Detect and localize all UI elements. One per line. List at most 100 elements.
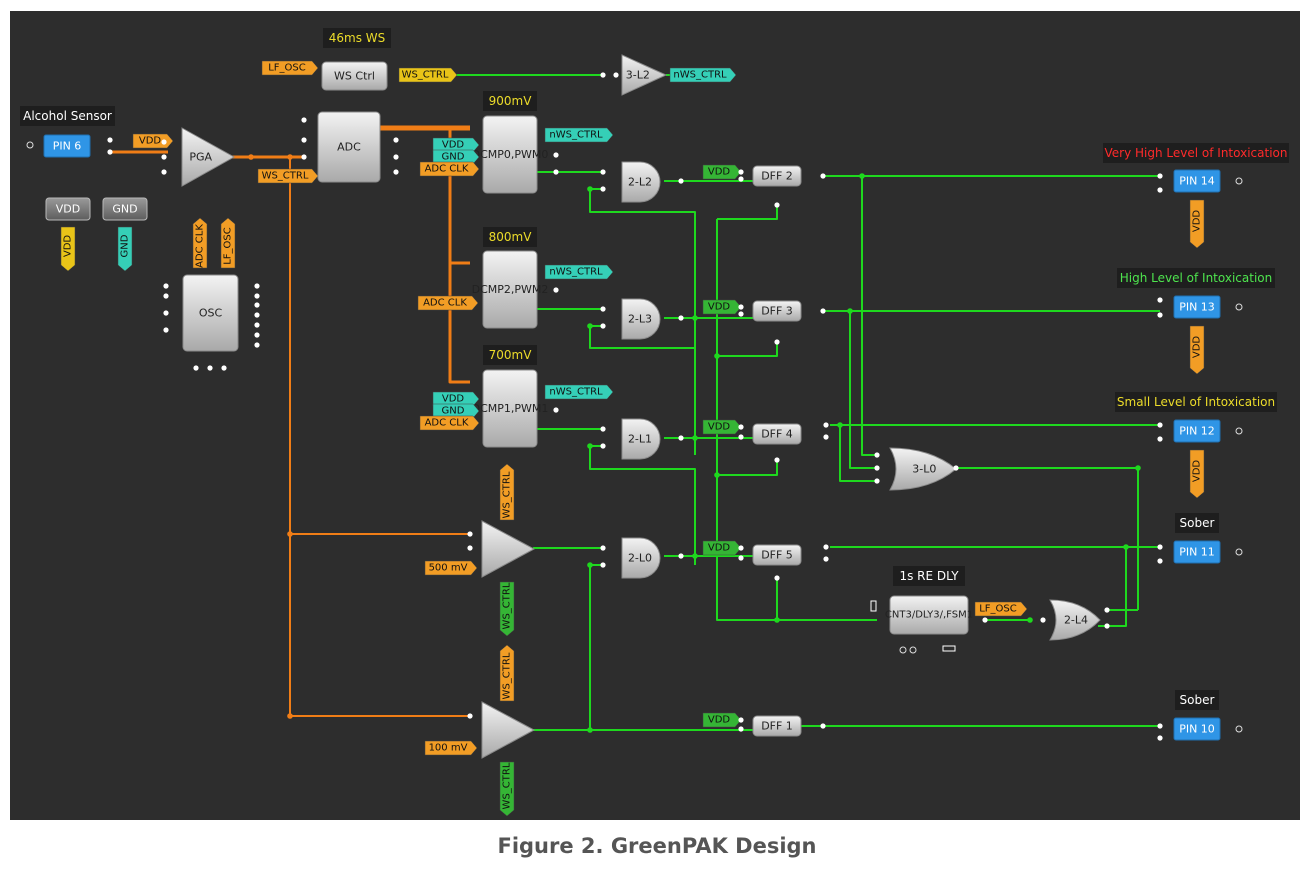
port-dot bbox=[820, 308, 826, 314]
or-gate-2-l4-label: 2-L4 bbox=[1064, 614, 1088, 627]
nws-ctrl-tag-dcmp1 bbox=[544, 384, 614, 400]
port-dot bbox=[823, 434, 829, 440]
port-dot bbox=[254, 283, 260, 289]
dcmp1-block-label: DCMP1,PWM1 bbox=[472, 402, 549, 415]
adc-clk-tag-dcmp1-label: ADC CLK bbox=[425, 418, 469, 429]
dff-1 bbox=[752, 715, 802, 737]
port-dot bbox=[1157, 558, 1163, 564]
dff-3-vdd-tag-label: VDD bbox=[708, 302, 731, 313]
pin-6 bbox=[43, 134, 91, 158]
adc-clk-tag-osc-label: ADC CLK bbox=[195, 224, 206, 268]
dff-5-vdd-tag bbox=[702, 540, 742, 556]
port-dot bbox=[553, 287, 559, 293]
port-dot bbox=[774, 202, 780, 208]
port-dot bbox=[738, 717, 744, 723]
adc-block bbox=[317, 111, 381, 183]
ws-ctrl-tag-acmp1-bot-label: WS_CTRL bbox=[502, 582, 513, 629]
vdd-tag-pga bbox=[132, 133, 174, 149]
title-high: High Level of Intoxication bbox=[1120, 271, 1272, 285]
junction-dot bbox=[248, 154, 254, 160]
port-dot bbox=[163, 283, 169, 289]
wires-layer bbox=[110, 74, 1160, 733]
pin-6-label: PIN 6 bbox=[53, 140, 82, 153]
port-dot bbox=[953, 465, 959, 471]
and-gate-2-l2-label: 2-L2 bbox=[628, 176, 652, 189]
gnd-tag-src bbox=[117, 226, 133, 272]
junction-dot bbox=[692, 315, 698, 321]
port-dot bbox=[1104, 607, 1110, 613]
figure-caption: Figure 2. GreenPAK Design bbox=[497, 834, 817, 858]
cnt-clk-marker bbox=[870, 600, 877, 612]
adc-clk-tag-dcmp2-label: ADC CLK bbox=[423, 298, 467, 309]
nws-ctrl-tag-dcmp0-label: nWS_CTRL bbox=[549, 130, 603, 141]
open-port bbox=[1235, 725, 1243, 733]
port-dot bbox=[161, 169, 167, 175]
and-gate-2-l3-label: 2-L3 bbox=[628, 313, 652, 326]
acmp0 bbox=[481, 701, 536, 759]
ws-ctrl-tag-acmp0-bot bbox=[499, 761, 515, 817]
pin-14-label: PIN 14 bbox=[1179, 175, 1215, 188]
dff-2-label: DFF 2 bbox=[761, 170, 793, 183]
acmp1 bbox=[481, 520, 536, 578]
ws-ctrl-tag-acmp1-top bbox=[499, 463, 515, 521]
gnd-tag-dcmp0 bbox=[432, 149, 480, 165]
port-dot bbox=[1040, 617, 1046, 623]
title-sober-2: Sober bbox=[1180, 693, 1215, 707]
junction-dot bbox=[587, 323, 593, 329]
port-dot bbox=[982, 617, 988, 623]
title-sensor: Alcohol Sensor bbox=[23, 109, 112, 123]
vdd-tag-pga-label: VDD bbox=[139, 136, 162, 147]
or-in1-wire bbox=[861, 176, 877, 456]
junction-dot bbox=[287, 531, 293, 537]
junction-dot bbox=[692, 435, 698, 441]
inverter-3-l2-label: 3-L2 bbox=[626, 69, 650, 82]
junction-dot bbox=[287, 154, 293, 160]
junction-dot bbox=[1123, 544, 1129, 550]
port-dot bbox=[254, 293, 260, 299]
port-dot bbox=[600, 443, 606, 449]
port-dot bbox=[254, 332, 260, 338]
pga-amp-label: PGA bbox=[189, 151, 212, 164]
port-dot bbox=[1157, 173, 1163, 179]
dff2-clk-wire bbox=[717, 205, 778, 220]
vdd-source bbox=[45, 197, 91, 221]
and-gate-2-l1 bbox=[621, 418, 661, 460]
vdd-tag-dcmp1-label: VDD bbox=[442, 394, 465, 405]
title-900mv: 900mV bbox=[489, 94, 533, 108]
title-dly: 1s RE DLY bbox=[899, 569, 959, 583]
port-dot bbox=[678, 435, 684, 441]
port-dot bbox=[678, 178, 684, 184]
junction-dot bbox=[587, 443, 593, 449]
title-sober-1-bg bbox=[1175, 513, 1219, 533]
port-dot bbox=[774, 575, 780, 581]
junction-dot bbox=[714, 472, 720, 478]
dff-2-vdd-tag bbox=[702, 164, 742, 180]
title-900mv-bg bbox=[483, 91, 537, 111]
gnd-tag-dcmp0-label: GND bbox=[442, 152, 465, 163]
port-dot bbox=[393, 169, 399, 175]
title-ws-bg bbox=[323, 28, 391, 48]
title-700mv-bg bbox=[483, 345, 537, 365]
port-dot bbox=[107, 137, 113, 143]
l3-feedback-wire bbox=[589, 326, 695, 349]
lf-osc-tag-cnt-label: LF_OSC bbox=[979, 604, 1017, 615]
port-dot bbox=[301, 154, 307, 160]
port-dot bbox=[1157, 723, 1163, 729]
and-gate-2-l0-label: 2-L0 bbox=[628, 552, 652, 565]
junction-dot bbox=[847, 308, 853, 314]
vdd-source-label: VDD bbox=[56, 203, 80, 216]
ws-ctrl-block bbox=[321, 61, 388, 91]
pin-13 bbox=[1173, 295, 1221, 319]
ws-ctrl-tag bbox=[398, 67, 458, 83]
vdd-tag-dcmp0-label: VDD bbox=[442, 140, 465, 151]
lf-osc-tag-osc-label: LF_OSC bbox=[223, 227, 234, 265]
adc-clk-tag-dcmp0 bbox=[419, 161, 480, 177]
ws-ctrl-tag-acmp0-top-label: WS_CTRL bbox=[502, 652, 513, 699]
port-dot bbox=[738, 555, 744, 561]
adc-clk-tag-dcmp1 bbox=[419, 415, 480, 431]
vdd-tag-src-label: VDD bbox=[63, 235, 74, 258]
port-dot bbox=[163, 310, 169, 316]
port-dot bbox=[613, 72, 619, 78]
and-gate-2-l0 bbox=[621, 537, 661, 579]
port-dot bbox=[1157, 735, 1163, 741]
